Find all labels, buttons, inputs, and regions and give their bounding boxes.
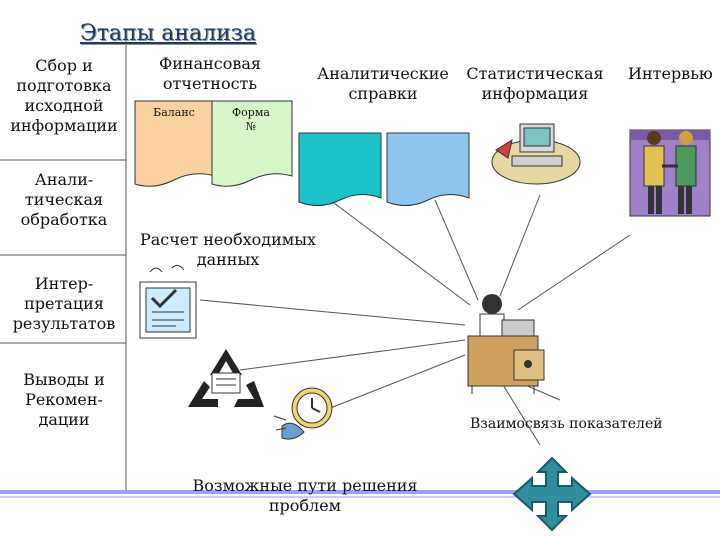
stage-collect-line: подготовка [4,76,124,96]
stage-collect-label: Сбор и подготовка исходной информации [4,56,124,136]
computer-icon [490,118,582,190]
stage-conclusions-line: Рекомен- [4,390,124,410]
stage-interpret-label: Интер- претация результатов [4,274,124,334]
stage-conclusions-line: дации [4,410,124,430]
handshake-icon [630,118,710,218]
solutions-line: проблем [180,496,430,516]
financial-line: отчетность [140,74,280,94]
analytic-ref-line: справки [308,84,458,104]
recycle-icon [180,345,272,417]
financial-line: Финансовая [140,54,280,74]
relation-label: Взаимосвязь показателей [470,414,663,434]
calc-line: Расчет необходимых [128,230,328,250]
analytic-ref-label: Аналитические справки [308,64,458,104]
stage-collect-line: информации [4,116,124,136]
stat-info-document-icon [386,132,470,212]
four-way-arrow-icon [510,456,594,532]
form-label: Форма № [215,106,287,134]
stat-info-label: Статистическая информация [460,64,610,104]
interview-label: Интервью [628,64,713,84]
stage-analytic-line: обработка [4,210,124,230]
analyst-icon [462,290,558,394]
financial-statements-label: Финансовая отчетность [140,54,280,94]
analytic-ref-line: Аналитические [308,64,458,84]
stage-conclusions-line: Выводы и [4,370,124,390]
stage-analytic-line: тическая [4,190,124,210]
stat-info-line: информация [460,84,610,104]
stage-collect-line: Сбор и [4,56,124,76]
solutions-line: Возможные пути решения [180,476,430,496]
stage-collect-line: исходной [4,96,124,116]
document-icon [132,262,204,342]
form-line: Форма [215,106,287,120]
stage-interpret-line: Интер- [4,274,124,294]
balance-label: Баланс [138,106,210,120]
stage-analytic-line: Анали- [4,170,124,190]
solutions-label: Возможные пути решения проблем [180,476,430,516]
stage-conclusions-label: Выводы и Рекомен- дации [4,370,124,430]
stage-analytic-label: Анали- тическая обработка [4,170,124,230]
clock-icon [268,386,348,448]
stage-interpret-line: результатов [4,314,124,334]
form-line: № [215,120,287,134]
stat-info-line: Статистическая [460,64,610,84]
page-title: Этапы анализа [80,24,256,44]
analytic-ref-document-icon [298,132,382,212]
stage-interpret-line: претация [4,294,124,314]
